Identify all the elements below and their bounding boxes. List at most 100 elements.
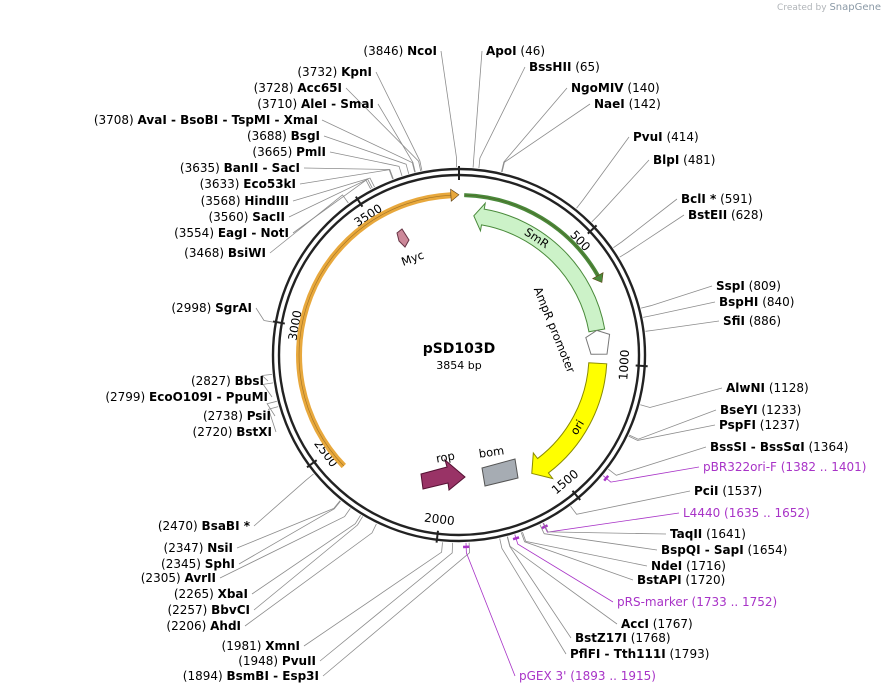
enzyme-label[interactable]: BssHII (65): [529, 60, 600, 74]
enzyme-label[interactable]: SspI (809): [716, 279, 781, 293]
yellow-arc[interactable]: [296, 192, 452, 469]
enzyme-label[interactable]: BstAPI (1720): [637, 573, 725, 587]
enzyme-label[interactable]: BssSI - BssSαI (1364): [710, 440, 848, 454]
enzyme-name: BstAPI: [637, 573, 682, 587]
enzyme-label[interactable]: (3635) BanII - SacI: [180, 161, 300, 175]
enzyme-name: NgoMIV: [571, 81, 624, 95]
site-position: (1720): [682, 573, 726, 587]
feature-bom[interactable]: [481, 458, 519, 487]
primer-label[interactable]: pBR322ori-F (1382 .. 1401): [703, 460, 866, 474]
enzyme-label[interactable]: NaeI (142): [594, 97, 661, 111]
enzyme-label[interactable]: (2799) EcoO109I - PpuMI: [105, 390, 268, 404]
enzyme-label[interactable]: TaqII (1641): [670, 527, 746, 541]
enzyme-label[interactable]: (1894) BsmBI - Esp3I: [183, 669, 319, 683]
enzyme-label[interactable]: BstZ17I (1768): [575, 631, 671, 645]
feature-smr[interactable]: [473, 201, 606, 333]
enzyme-connector: [236, 500, 341, 549]
site-position: (3665): [252, 145, 296, 159]
site-position: (2827): [191, 374, 235, 388]
enzyme-label[interactable]: (2305) AvrII: [141, 571, 216, 585]
enzyme-label[interactable]: NgoMIV (140): [571, 81, 660, 95]
enzyme-label[interactable]: (3846) NcoI: [363, 44, 437, 58]
enzyme-name: HindIII: [244, 194, 289, 208]
enzyme-connector: [440, 50, 457, 168]
enzyme-name: BstZ17I: [575, 631, 627, 645]
feature-ori[interactable]: [531, 362, 608, 480]
site-position: (591): [716, 192, 752, 206]
enzyme-label[interactable]: (3554) EagI - NotI: [174, 226, 289, 240]
enzyme-label[interactable]: AlwNI (1128): [726, 381, 809, 395]
feature-label-rop: rop: [435, 449, 456, 466]
enzyme-label[interactable]: PspFI (1237): [719, 418, 800, 432]
enzyme-name: NdeI: [651, 559, 682, 573]
enzyme-label[interactable]: (3710) AleI - SmaI: [257, 97, 374, 111]
enzyme-label[interactable]: (3468) BsiWI: [184, 246, 266, 260]
enzyme-label[interactable]: BseYI (1233): [720, 403, 801, 417]
site-position: (46): [517, 44, 545, 58]
enzyme-label[interactable]: (3688) BsgI: [247, 129, 320, 143]
enzyme-label[interactable]: (1981) XmnI: [222, 639, 300, 653]
site-position: (3635): [180, 161, 224, 175]
site-position: (1364): [805, 440, 849, 454]
site-position: (1981): [222, 639, 266, 653]
enzyme-label[interactable]: ApoI (46): [486, 44, 545, 58]
enzyme-label[interactable]: (2345) SphI: [161, 557, 235, 571]
enzyme-label[interactable]: (3732) KpnI: [297, 65, 372, 79]
feature-ampr-promoter[interactable]: [585, 329, 611, 355]
enzyme-labels[interactable]: (3846) NcoI ApoI (46) BssHII (65) (3732) Kp…: [94, 44, 867, 683]
primer-connector: [542, 512, 680, 533]
primer-name: pGEX 3': [519, 669, 566, 683]
enzyme-label[interactable]: (3665) PmlI: [252, 145, 326, 159]
enzyme-label[interactable]: (2827) BbsI: [191, 374, 264, 388]
enzyme-label[interactable]: (2470) BsaBI *: [158, 519, 251, 533]
enzyme-connector: [319, 542, 453, 662]
feature-arcs[interactable]: [296, 188, 604, 469]
yellow-arc-edge: [298, 194, 451, 467]
enzyme-name: SphI: [205, 557, 235, 571]
enzyme-label[interactable]: (2265) XbaI: [174, 587, 248, 601]
primer-label[interactable]: pRS-marker (1733 .. 1752): [617, 595, 777, 609]
enzyme-name: BstEII: [688, 208, 727, 222]
site-position: (1382 .. 1401): [777, 460, 867, 474]
enzyme-label[interactable]: BstEII (628): [688, 208, 763, 222]
enzyme-label[interactable]: (3708) AvaI - BsoBI - TspMI - XmaI: [94, 113, 318, 127]
enzyme-label[interactable]: PflFI - Tth111I (1793): [570, 647, 709, 661]
enzyme-label[interactable]: PvuI (414): [633, 130, 699, 144]
site-position: (1537): [719, 484, 763, 498]
primer-label[interactable]: pGEX 3' (1893 .. 1915): [519, 669, 656, 683]
enzyme-name: BsmBI - Esp3I: [227, 669, 319, 683]
enzyme-label[interactable]: SfiI (886): [723, 314, 781, 328]
enzyme-label[interactable]: (2998) SgrAI: [171, 301, 252, 315]
enzyme-label[interactable]: BlpI (481): [653, 153, 715, 167]
enzyme-connector: [321, 119, 416, 173]
site-position: (1893 .. 1915): [566, 669, 656, 683]
enzyme-label[interactable]: (2206) AhdI: [166, 619, 241, 633]
feature-myc[interactable]: [396, 228, 410, 248]
primer-label[interactable]: L4440 (1635 .. 1652): [683, 506, 810, 520]
enzyme-label[interactable]: (1948) PvuII: [238, 654, 316, 668]
enzyme-label[interactable]: (3728) Acc65I: [254, 81, 342, 95]
primer-binding-mark: [512, 536, 520, 541]
enzyme-label[interactable]: (2738) PsiI: [203, 409, 271, 423]
enzyme-label[interactable]: BspQI - SapI (1654): [661, 543, 787, 557]
enzyme-connector: [522, 531, 648, 567]
enzyme-label[interactable]: PciI (1537): [694, 484, 762, 498]
enzyme-label[interactable]: BclI * (591): [681, 192, 752, 206]
enzyme-label[interactable]: (3560) SacII: [208, 210, 285, 224]
enzyme-name: AleI - SmaI: [301, 97, 374, 111]
primer-connector: [465, 542, 516, 677]
enzyme-label[interactable]: NdeI (1716): [651, 559, 726, 573]
position-tick-mark: [587, 224, 598, 235]
site-position: (3568): [201, 194, 245, 208]
enzyme-label[interactable]: (3568) HindIII: [201, 194, 289, 208]
enzyme-name: PmlI: [296, 145, 326, 159]
enzyme-label[interactable]: (2720) BstXI: [193, 425, 272, 439]
enzyme-label[interactable]: (2257) BbvCI: [167, 603, 250, 617]
enzyme-label[interactable]: (2347) NsiI: [164, 541, 233, 555]
enzyme-label[interactable]: BspHI (840): [719, 295, 794, 309]
enzyme-label[interactable]: (3633) Eco53kI: [200, 177, 296, 191]
enzyme-name: PflFI - Tth111I: [570, 647, 666, 661]
feature-rop[interactable]: [420, 458, 466, 491]
enzyme-label[interactable]: AccI (1767): [621, 617, 693, 631]
